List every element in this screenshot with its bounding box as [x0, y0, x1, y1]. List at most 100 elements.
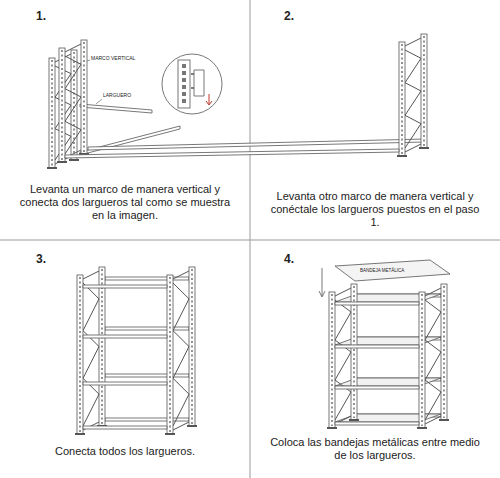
step-caption: Levanta un marco de manera vertical y co…: [16, 183, 234, 223]
upright-holes: [51, 60, 53, 166]
beam: [335, 302, 419, 305]
frame-bracing: [65, 44, 81, 52]
frame-bracing: [335, 300, 351, 420]
inset-circle: [162, 54, 222, 114]
rack-drawings: [47, 34, 450, 435]
frame-bracing: [65, 56, 81, 154]
frame-bracing: [83, 283, 99, 426]
frame-bracing: [425, 300, 441, 420]
upright-hole: [182, 71, 186, 75]
part-label: BANDEJA METÁLICA: [360, 268, 420, 273]
upright-holes: [73, 52, 75, 158]
beam: [80, 126, 180, 155]
step-number: 2.: [284, 9, 314, 23]
step-caption: Levanta otro marco de manera vertical y …: [266, 190, 484, 230]
upright-hole: [182, 85, 186, 89]
beam: [335, 386, 419, 389]
upright-holes: [83, 42, 85, 152]
beam: [335, 345, 419, 348]
base-plate: [75, 433, 85, 435]
upright-holes: [101, 269, 103, 424]
base-plate: [165, 433, 175, 435]
step-number: 1.: [36, 9, 66, 23]
beam: [65, 149, 399, 158]
upright: [99, 267, 105, 426]
beam: [105, 374, 189, 377]
upright: [59, 48, 65, 162]
upright: [421, 34, 427, 148]
frame-bracing: [173, 271, 189, 279]
upright-hole: [182, 64, 186, 68]
frame-bracing: [425, 416, 441, 424]
frame-bracing: [173, 422, 189, 430]
beam: [83, 382, 167, 385]
frame-bracing: [425, 288, 441, 296]
beam-connector: [194, 70, 204, 96]
base-plate: [57, 161, 67, 163]
base-plate: [327, 427, 337, 429]
upright-holes: [169, 277, 171, 432]
upright: [167, 275, 173, 434]
panel-divider: [250, 0, 251, 478]
direction-arrow: [206, 94, 212, 105]
step-caption: Conecta todos los largueros.: [16, 445, 234, 458]
frame-bracing: [335, 288, 351, 296]
upright: [49, 58, 55, 168]
upright-hole: [182, 99, 186, 103]
step-2-drawing: [57, 34, 429, 163]
base-plate: [69, 159, 79, 161]
base-plate: [349, 419, 359, 421]
frame-bracing: [405, 50, 421, 148]
upright-holes: [423, 36, 425, 146]
upright-holes: [443, 286, 445, 418]
base-plate: [419, 147, 429, 149]
frame-bracing: [83, 271, 99, 279]
upright: [81, 40, 87, 154]
base-plate: [397, 155, 407, 157]
connector-hook: [191, 73, 194, 75]
upright-holes: [353, 286, 355, 418]
upright: [189, 267, 195, 426]
upright: [399, 42, 405, 156]
metal-tray: [335, 260, 450, 281]
panel-divider: [0, 240, 500, 241]
step-caption: Coloca las bandejas metálicas entre medi…: [266, 436, 484, 462]
part-label: MARCO VERTICAL: [91, 55, 151, 61]
frame-bracing: [405, 38, 421, 46]
connector-hook: [191, 87, 194, 89]
frame-bracing: [405, 144, 421, 152]
part-label: LARGUERO: [103, 92, 153, 98]
upright-holes: [421, 294, 423, 426]
upright: [329, 292, 335, 428]
upright: [419, 292, 425, 428]
upright-holes: [61, 50, 63, 160]
step-number: 4.: [284, 252, 314, 266]
beam: [83, 285, 167, 288]
leader-line: [96, 99, 102, 104]
step-1-drawing: [47, 50, 222, 169]
upright-holes: [331, 294, 333, 426]
beam: [83, 335, 167, 338]
beam: [83, 426, 167, 429]
base-plate: [417, 427, 427, 429]
upright-holes: [191, 269, 193, 424]
upright-hole: [182, 92, 186, 96]
upright-detail: [178, 60, 190, 108]
base-plate: [47, 167, 57, 169]
step-3-drawing: [75, 267, 197, 435]
upright: [77, 275, 83, 434]
beam: [335, 422, 419, 425]
upright-holes: [79, 277, 81, 432]
placement-arrow: [319, 268, 325, 297]
upright-holes: [401, 44, 403, 154]
frame-bracing: [173, 283, 189, 426]
base-plate: [187, 425, 197, 427]
step-number: 3.: [36, 252, 66, 266]
beam: [80, 104, 152, 113]
upright-hole: [182, 78, 186, 82]
beam: [88, 139, 425, 150]
base-plate: [439, 419, 449, 421]
step-4-drawing: [319, 260, 450, 429]
upright: [441, 284, 447, 420]
